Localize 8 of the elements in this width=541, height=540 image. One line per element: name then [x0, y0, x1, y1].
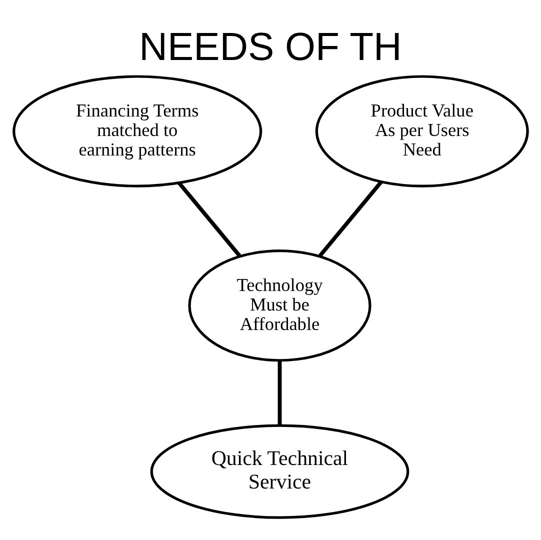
node-ellipse: Financing Terms matched to earning patterns	[12, 74, 262, 187]
connector	[278, 360, 282, 424]
node-ellipse: Quick Technical Service	[150, 424, 410, 518]
connector	[177, 180, 242, 257]
node-ellipse: Product Value As per Users Need	[315, 74, 529, 187]
node-ellipse: Technology Must be Affordable	[188, 249, 372, 362]
diagram-title: NEEDS OF TH	[139, 25, 402, 68]
connector	[318, 180, 383, 258]
